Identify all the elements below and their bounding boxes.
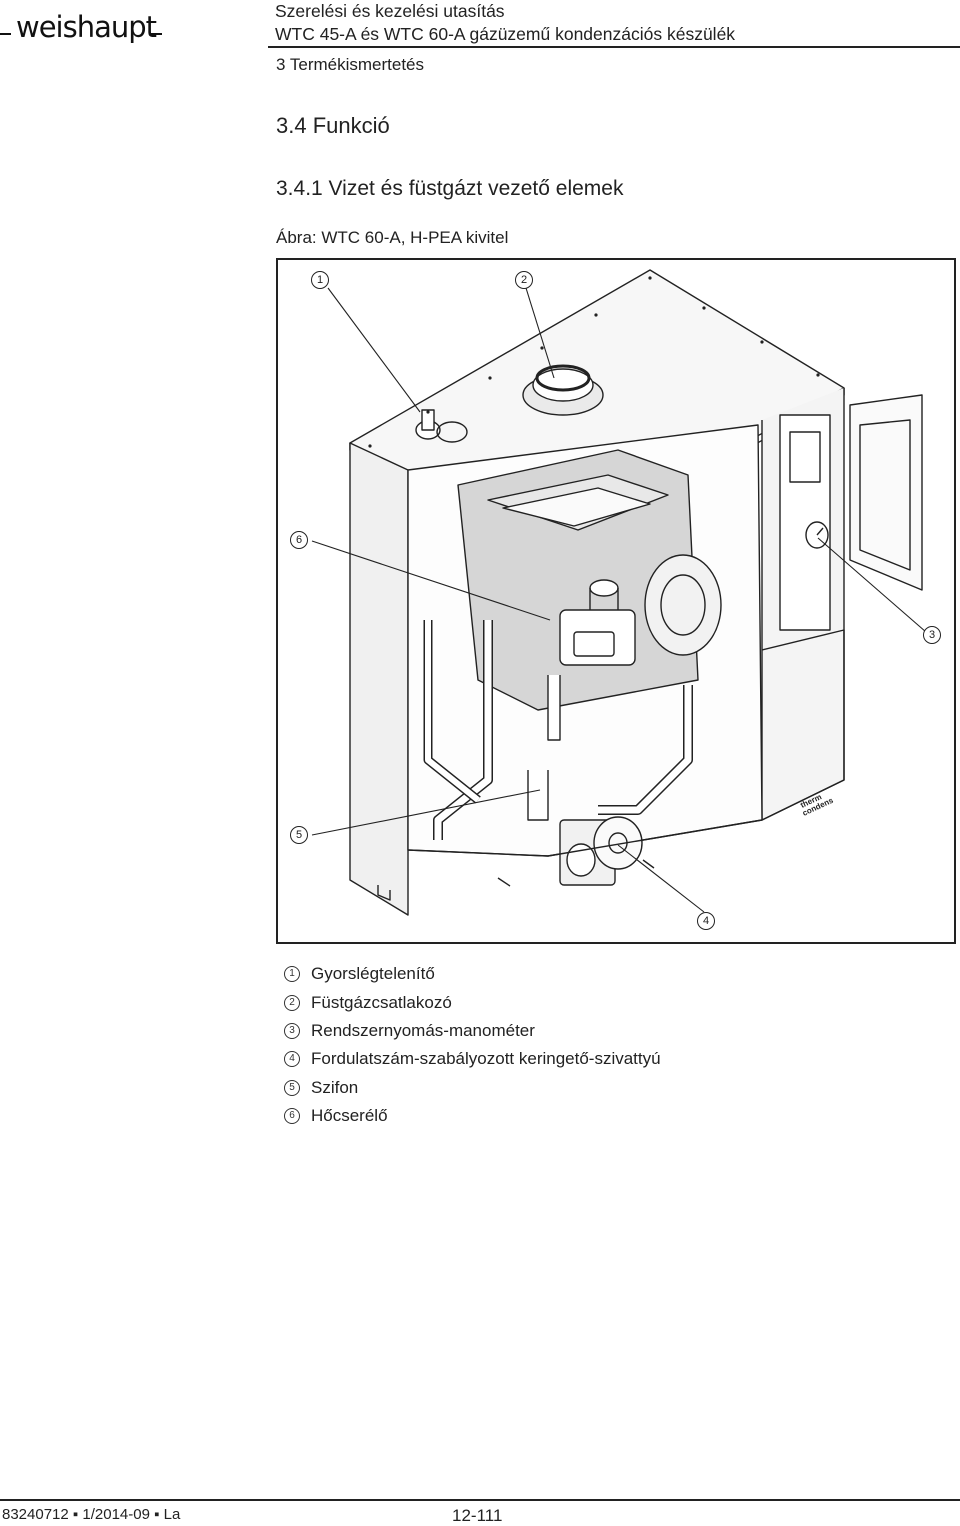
callout-1: 1 [311,271,329,289]
boiler-illustration: therm condens 1 2 3 4 5 6 [276,258,956,944]
legend-number: 6 [284,1108,300,1125]
weishaupt-logo: weishaupt [0,10,262,50]
legend-number: 2 [284,994,300,1011]
legend-number: 5 [284,1079,300,1096]
legend-text: Gyorslégtelenítő [311,964,435,984]
document-title-line-1: Szerelési és kezelési utasítás [275,1,505,21]
logo-left-dash [0,33,11,35]
figure-caption: Ábra: WTC 60-A, H-PEA kivitel [276,228,509,247]
page-number: 12-111 [452,1506,503,1525]
legend-item: 1 Gyorslégtelenítő [284,960,661,988]
callout-5: 5 [290,826,308,844]
document-title: Szerelési és kezelési utasítás WTC 45-A … [275,0,735,46]
legend-text: Hőcserélő [311,1106,388,1126]
subsection-heading: 3.4.1 Vizet és füstgázt vezető elemek [276,177,624,200]
callout-6: 6 [290,531,308,549]
legend-text: Rendszernyomás-manométer [311,1020,535,1040]
footer-divider [0,1499,960,1501]
legend-number: 4 [284,1051,300,1068]
legend-number: 3 [284,1022,300,1039]
legend-text: Fordulatszám-szabályozott keringető-sziv… [311,1049,661,1069]
callout-2: 2 [515,271,533,289]
legend-text: Füstgázcsatlakozó [311,992,452,1012]
document-title-line-2: WTC 45-A és WTC 60-A gázüzemű kondenzáci… [275,24,736,44]
logo-right-dash [151,33,162,35]
header-divider [268,46,960,48]
legend-item: 5 Szifon [284,1074,661,1102]
legend-number: 1 [284,966,300,983]
logo-wordmark: weishaupt [16,10,157,44]
section-heading: 3.4 Funkció [276,113,390,138]
legend-item: 4 Fordulatszám-szabályozott keringető-sz… [284,1045,661,1073]
chapter-heading: 3 Termékismertetés [276,55,425,74]
boiler-drawing: therm condens [311,269,927,916]
legend-item: 2 Füstgázcsatlakozó [284,988,661,1016]
callout-4: 4 [697,912,715,930]
figure-legend: 1 Gyorslégtelenítő 2 Füstgázcsatlakozó 3… [284,960,661,1130]
legend-item: 3 Rendszernyomás-manométer [284,1017,661,1045]
callout-3: 3 [923,626,941,644]
legend-item: 6 Hőcserélő [284,1102,661,1130]
document-reference: 83240712 ▪ 1/2014-09 ▪ La [2,1506,181,1523]
legend-text: Szifon [311,1077,359,1097]
